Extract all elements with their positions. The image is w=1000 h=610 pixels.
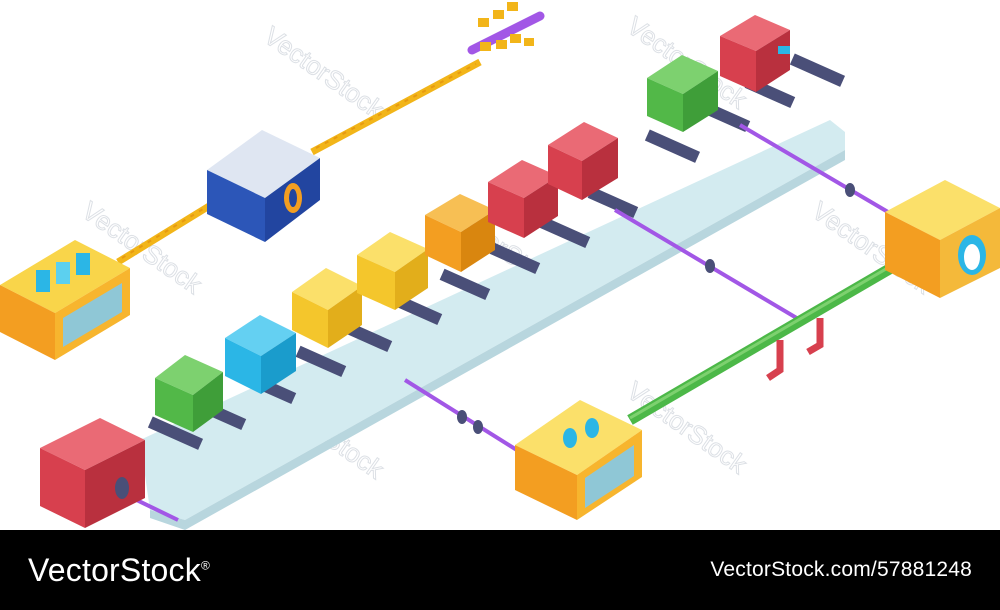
control-panel-icon (0, 240, 130, 360)
control-panel-icon (515, 400, 642, 520)
cable-connectors (457, 183, 855, 434)
footer-bar: VectorStock® VectorStock.com/57881248 (0, 530, 1000, 610)
pipe-icon (627, 245, 925, 425)
box-icon (548, 122, 618, 200)
box-icon (292, 268, 362, 348)
box-icon (155, 355, 223, 432)
registered-mark: ® (200, 557, 210, 572)
box-icon (425, 194, 495, 272)
conveyor-belt (140, 120, 845, 530)
gear-icon (478, 2, 534, 51)
brand-name: VectorStock (28, 551, 201, 588)
box-icon (357, 232, 428, 310)
conveyor-illustration: VectorStock VectorStock VectorStock Vect… (0, 2, 1000, 530)
footer-brand: VectorStock® (28, 552, 210, 589)
footer-credit[interactable]: VectorStock.com/57881248 (710, 558, 972, 581)
box-icon (720, 15, 790, 92)
box-icon (647, 55, 718, 132)
box-icon (225, 315, 296, 394)
sensor-machine-icon (885, 180, 1000, 298)
motor-icon (207, 130, 320, 242)
motor-icon (40, 418, 145, 528)
watermark-text: VectorStock (259, 20, 391, 125)
box-icon (488, 160, 558, 238)
